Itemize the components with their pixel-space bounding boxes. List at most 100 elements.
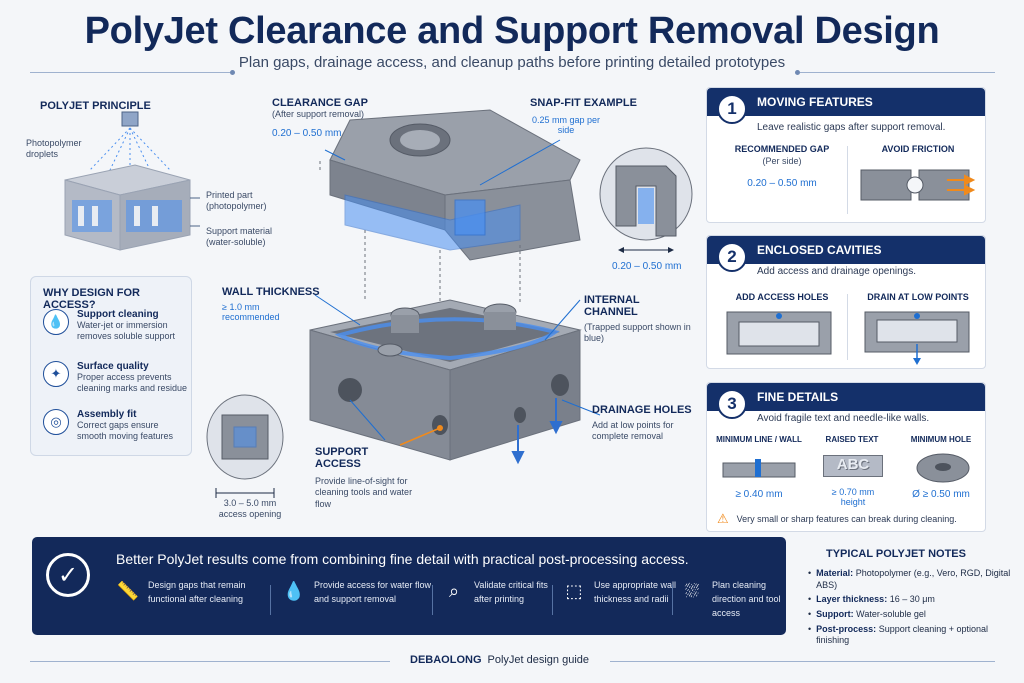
footer-brand: DEBAOLONG [410,654,482,666]
banner-separator [672,585,673,615]
principle-support-label: Support material (water-soluble) [206,226,273,248]
panel-fine-details: FINE DETAILS 3 Avoid fragile text and ne… [706,382,986,532]
panel-divider [847,146,848,214]
why-heading: WHY DESIGN FOR ACCESS? [43,287,140,311]
panel-number: 2 [717,242,747,272]
banner-item: 💧 Provide access for water flow and supp… [282,579,432,607]
drain-low-points-title: DRAIN AT LOW POINTS [867,292,969,302]
why-item-surface-quality: ✦ Surface quality Proper access prevents… [43,361,189,395]
why-item-assembly-fit: ◎ Assembly fit Correct gaps ensure smoot… [43,409,189,443]
footer-divider-right [610,661,995,662]
drainage-holes-callout: DRAINAGE HOLES Add at low points for com… [592,404,692,443]
clearance-gap-title: CLEARANCE GAP [272,97,368,109]
drain-low-points-illustration [864,311,970,365]
min-hole-illustration [916,453,970,483]
banner-item: 📏 Design gaps that remain functional aft… [116,579,256,607]
spray-icon: ⛆ [684,580,700,601]
note-value: Water-soluble gel [856,609,926,620]
access-opening-value: 3.0 – 5.0 mm [223,498,277,508]
banner-item: ⌕ Validate critical fits after printing [442,579,566,607]
footer-divider-left [30,661,390,662]
notes-heading: TYPICAL POLYJET NOTES [826,548,966,560]
support-access-callout: SUPPORT ACCESS Provide line-of-sight for… [315,446,415,510]
panel-title: ENCLOSED CAVITIES [757,243,882,257]
check-circle-icon: ✓ [46,553,90,597]
warning-icon: ⚠ [717,511,729,526]
why-item-title: Assembly fit [77,409,137,420]
internal-channel-title: INTERNAL CHANNEL [584,294,640,318]
snap-fit-detail-illustration [599,147,693,253]
water-drops-icon: 💧 [282,580,306,601]
support-access-sub: Provide line-of-sight for cleaning tools… [315,476,413,509]
sparkle-icon: ✦ [43,361,69,387]
wall-thickness-value: ≥ 1.0 mm recommended [222,302,280,322]
support-access-title: SUPPORT ACCESS [315,446,369,470]
banner-item-text: Design gaps that remain functional after… [148,580,246,604]
note-key: Material: [816,568,854,578]
note-row: •Post-process: Support cleaning + option… [808,623,989,646]
exploded-part-illustration [309,109,601,465]
access-opening-callout: 3.0 – 5.0 mm access opening [210,498,290,521]
note-row: •Layer thickness: 16 – 30 μm [808,594,935,605]
panel-header: FINE DETAILS [707,383,985,411]
banner-item-text: Use appropriate wall thickness and radii [594,580,677,604]
snap-fit-callout: SNAP-FIT EXAMPLE 0.25 mm gap per side [530,97,650,135]
min-line-title: MINIMUM LINE / WALL [716,435,802,444]
caliper-icon: 📏 [116,580,140,601]
avoid-friction-illustration [860,169,976,201]
panel-header: ENCLOSED CAVITIES [707,236,985,264]
principle-droplets-label: Photopolymer droplets [26,138,82,160]
magnifier-icon: ⌕ [448,580,460,601]
note-value: 16 – 30 μm [889,594,935,605]
note-value: Support cleaning + optional finishing [816,623,989,646]
internal-channel-sub: (Trapped support shown in blue) [584,322,691,344]
why-item-text: Correct gaps ensure smooth moving featur… [77,420,174,442]
raised-text-value: ≥ 0.70 mm height [831,487,875,507]
summary-banner: ✓ Better PolyJet results come from combi… [32,537,786,635]
banner-headline: Better PolyJet results come from combini… [116,551,689,567]
panel-title: FINE DETAILS [757,390,839,404]
banner-separator [270,585,271,615]
note-key: Post-process: [816,623,877,634]
page-title: PolyJet Clearance and Support Removal De… [84,10,940,52]
clearance-gap-callout: CLEARANCE GAP (After support removal) 0.… [272,97,402,139]
footer: DEBAOLONG PolyJet design guide [410,654,589,666]
banner-item: ⛆ Plan cleaning direction and tool acces… [680,579,786,621]
banner-separator [432,585,433,615]
why-item-text: Water-jet or immersion removes soluble s… [77,320,176,342]
page-subtitle: Plan gaps, drainage access, and cleanup … [238,54,786,71]
wall-thickness-callout: WALL THICKNESS ≥ 1.0 mm recommended [222,286,322,322]
raised-text-title: RAISED TEXT [825,435,879,444]
access-opening-sub: access opening [218,509,282,520]
recommended-gap-value: 0.20 – 0.50 mm [747,178,817,189]
polyjet-principle-illustration [64,111,200,251]
panel-desc: Leave realistic gaps after support remov… [757,122,946,133]
drainage-holes-title: DRAINAGE HOLES [592,404,692,416]
principle-printed-part-label: Printed part (photopolymer) [206,190,267,212]
panel-desc: Avoid fragile text and needle-like walls… [757,413,930,424]
why-design-box: WHY DESIGN FOR ACCESS? 💧 Support cleanin… [30,276,192,456]
access-opening-detail-illustration [206,394,284,498]
banner-separator [552,585,553,615]
banner-item-text: Provide access for water flow and suppor… [314,580,432,604]
typical-notes-box: TYPICAL POLYJET NOTES •Material: Photopo… [808,540,1014,646]
header-divider-right [800,72,995,73]
header-dot-left [230,70,235,75]
drainage-holes-sub: Add at low points for complete removal [592,420,674,442]
principle-heading: POLYJET PRINCIPLE [40,100,151,112]
banner-item-text: Validate critical fits after printing [474,580,548,604]
warning-text: Very small or sharp features can break d… [736,514,957,524]
why-item-title: Surface quality [77,361,149,372]
note-row: •Support: Water-soluble gel [808,609,926,620]
add-access-holes-title: ADD ACCESS HOLES [735,292,829,302]
panel-title: MOVING FEATURES [757,95,873,109]
clearance-gap-sub: (After support removal) [272,109,365,119]
why-item-title: Support cleaning [77,309,159,320]
droplet-icon: 💧 [43,309,69,335]
snap-fit-title: SNAP-FIT EXAMPLE [530,97,637,109]
snap-fit-detail-value: 0.20 – 0.50 mm [612,261,682,272]
warning-row: ⚠ Very small or sharp features can break… [717,511,957,527]
why-item-text: Proper access prevents cleaning marks an… [77,372,188,394]
raised-text-sample: ABC [823,455,883,477]
header-dot-right [795,70,800,75]
